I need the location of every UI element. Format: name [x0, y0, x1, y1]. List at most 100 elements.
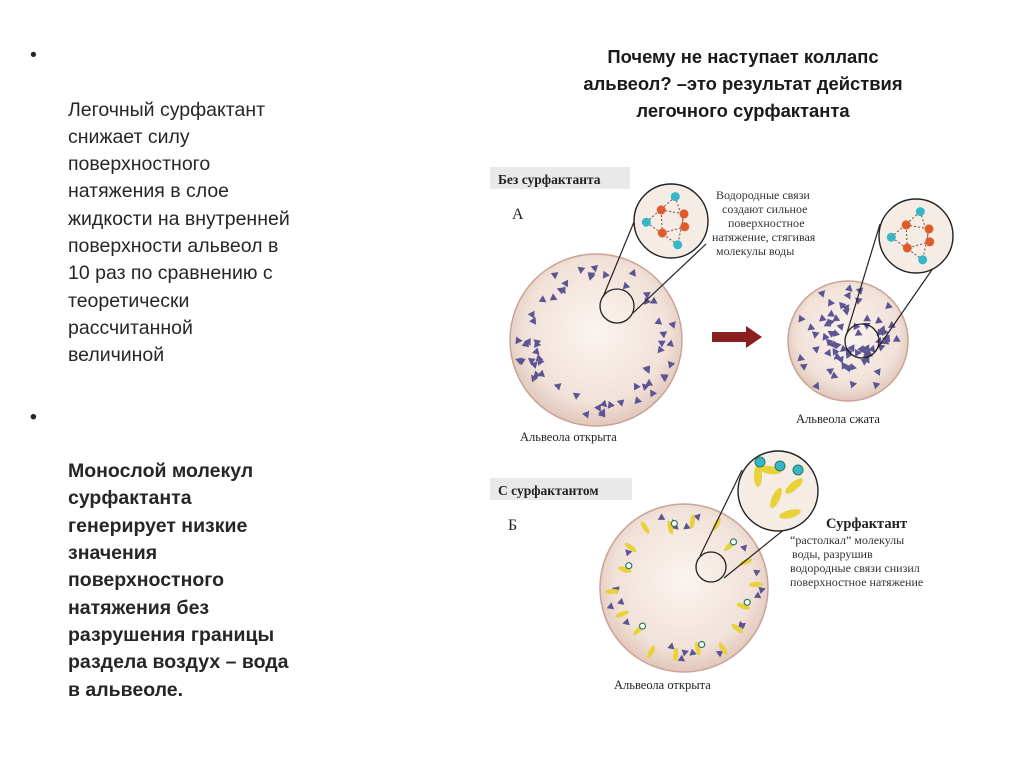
- water-molecule: [798, 314, 806, 323]
- water-molecule: [827, 330, 836, 338]
- water-molecule: [622, 281, 631, 290]
- panel-b-note-title: Сурфактант: [826, 516, 907, 532]
- surfactant-molecule: [624, 542, 637, 553]
- alveolus-collapsed-body: [787, 280, 909, 402]
- hydrogen-bond: [890, 211, 921, 238]
- alveolus-collapsed: [787, 280, 909, 402]
- water-molecule: [643, 366, 651, 374]
- water-molecule: [666, 339, 674, 347]
- zoom-region-collapsed: [844, 323, 880, 359]
- water-molecule: [825, 338, 834, 347]
- water-molecule: [839, 301, 847, 310]
- water-molecule: [689, 648, 697, 656]
- water-molecule: [845, 284, 853, 292]
- surfactant-zoom-molecules: [754, 456, 804, 519]
- panel-a-note-1: Водородные связи: [716, 188, 810, 202]
- water-molecule: [822, 332, 830, 341]
- water-molecule: [875, 316, 883, 324]
- water-molecule: [836, 323, 844, 331]
- oxygen-atom: [679, 209, 689, 219]
- hydrogen-atom: [886, 232, 896, 242]
- water-molecule: [832, 314, 841, 322]
- water-molecule: [847, 344, 855, 353]
- water-molecule: [628, 268, 636, 277]
- surfactant-head: [638, 622, 647, 630]
- water-molecules-collapsed: [797, 284, 901, 390]
- water-molecule: [715, 650, 724, 658]
- panel-b-header-bg: [490, 478, 632, 500]
- water-molecule: [828, 340, 836, 349]
- water-molecule: [740, 544, 747, 552]
- hydrogen-atom: [915, 207, 925, 217]
- water-molecule: [841, 361, 849, 370]
- water-molecule: [853, 322, 861, 331]
- water-molecule: [854, 328, 863, 336]
- zoom-line: [845, 223, 881, 337]
- hydrogen-bond: [919, 211, 931, 242]
- surfactant-head: [754, 456, 766, 468]
- water-molecule: [549, 293, 558, 301]
- oxygen-atom: [924, 224, 934, 234]
- oxygen-atom: [657, 228, 667, 238]
- hydrogen-atom: [918, 255, 928, 265]
- water-molecule: [819, 314, 827, 322]
- water-molecule: [606, 602, 615, 610]
- water-molecule: [881, 337, 890, 345]
- water-molecule: [650, 389, 658, 398]
- water-molecule: [812, 381, 820, 390]
- water-molecule: [738, 622, 746, 630]
- water-molecule: [531, 374, 539, 383]
- water-molecule: [807, 323, 816, 331]
- water-molecule: [753, 569, 761, 577]
- surfactant-head: [743, 598, 751, 606]
- water-molecule: [617, 597, 625, 605]
- label-open-b: Альвеола открыта: [614, 678, 711, 692]
- panel-a-letter: А: [512, 206, 524, 223]
- oxygen-atom: [680, 222, 690, 232]
- water-molecule: [758, 586, 766, 594]
- water-molecule: [842, 304, 850, 312]
- bullet-marker: •: [30, 44, 37, 66]
- label-open-a: Альвеола открыта: [520, 430, 617, 444]
- water-molecule: [523, 338, 531, 346]
- surfactant-molecule: [713, 517, 721, 531]
- hydrogen-bonds-collapsed: [886, 207, 935, 265]
- panel-a-header: Без сурфактанта: [498, 172, 601, 187]
- water-molecule: [683, 522, 691, 530]
- water-molecule: [550, 272, 559, 280]
- water-molecule: [667, 360, 676, 369]
- oxygen-atom: [925, 237, 935, 247]
- water-molecule: [892, 334, 901, 342]
- surfactant-molecule: [672, 647, 679, 662]
- bullet-list: • Легочный сурфактант снижает силу повер…: [30, 42, 350, 704]
- water-molecule: [515, 357, 523, 365]
- bullet-marker: •: [30, 405, 37, 428]
- water-molecule: [577, 266, 586, 274]
- water-molecule: [634, 382, 641, 391]
- water-molecule: [553, 383, 562, 391]
- water-molecule: [645, 378, 653, 386]
- water-molecule: [660, 375, 669, 383]
- surfactant-molecule: [770, 487, 782, 509]
- water-molecule: [527, 358, 536, 366]
- water-molecule: [836, 355, 844, 364]
- surfactant-head: [774, 460, 786, 472]
- slide-title: Почему не наступает коллапс альвеол? –эт…: [583, 46, 903, 121]
- bullet-item-2: • Монослой молекул сурфактанта генерируе…: [30, 404, 350, 704]
- surfactant-molecule: [647, 645, 655, 659]
- panel-a-header-bg: [490, 167, 630, 189]
- water-molecule: [849, 363, 857, 371]
- bullet-text-2: Монослой молекул сурфактанта генерирует …: [68, 460, 289, 701]
- water-molecule: [532, 347, 540, 355]
- surfactant-molecule: [748, 581, 763, 588]
- water-molecule: [828, 298, 835, 307]
- water-molecule: [625, 549, 633, 557]
- zoom-circle-a-body: [633, 183, 709, 259]
- water-molecule: [607, 400, 615, 409]
- hydrogen-bond: [677, 213, 685, 245]
- water-molecule: [797, 353, 805, 362]
- surfactant-head: [729, 538, 738, 546]
- water-molecule: [827, 309, 835, 317]
- water-molecule: [862, 344, 870, 352]
